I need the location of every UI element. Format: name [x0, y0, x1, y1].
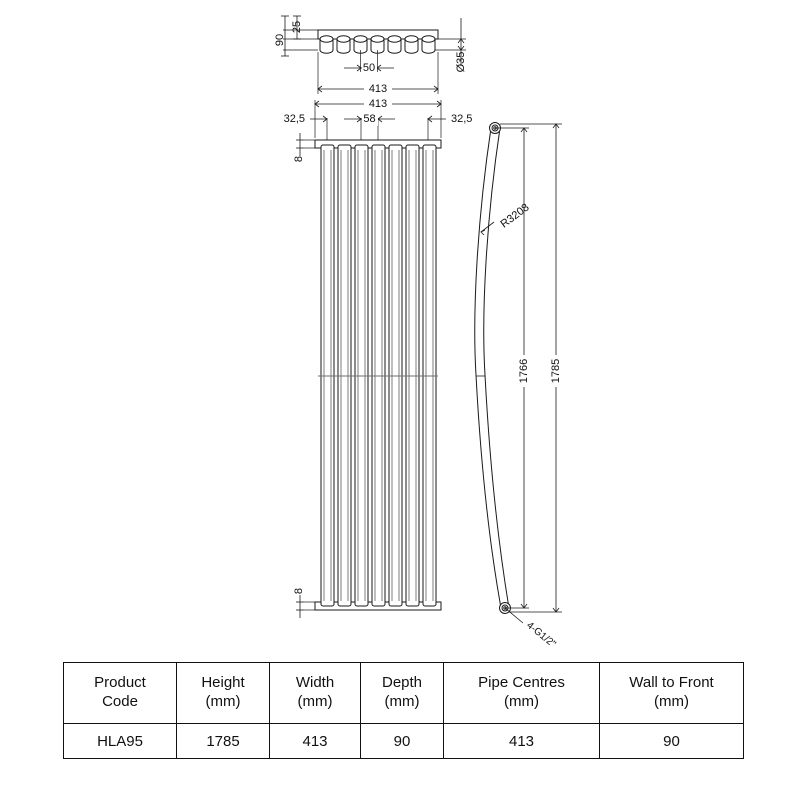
dimension-top-diameter-35: Ø35 [435, 18, 467, 72]
dimension-front-8-top: 8 [293, 133, 316, 162]
header-line-1: Product [94, 674, 146, 692]
top-view-group: 25 90 50 [274, 15, 467, 96]
dim-label-side-1785: 1785 [550, 359, 562, 383]
dimension-top-50: 50 [344, 50, 394, 75]
front-view-tube [354, 144, 369, 607]
dim-label-top-50: 50 [363, 62, 375, 74]
spec-table: Product Code Height (mm) Width (mm) Dept… [63, 662, 744, 759]
front-view-tube [337, 144, 352, 607]
dimension-top-413: 413 [317, 52, 439, 96]
top-view-tubes [319, 35, 436, 54]
dim-label-top-90: 90 [274, 34, 286, 46]
cell-width: 413 [269, 723, 361, 759]
header-line-1: Wall to Front [629, 674, 714, 692]
dimension-front-8-bottom: 8 [293, 588, 316, 618]
column-header-depth: Depth (mm) [360, 662, 444, 724]
dim-label-top-d35: Ø35 [455, 52, 467, 73]
dimension-front-325-left: 32,5 [284, 113, 328, 140]
column-header-height: Height (mm) [176, 662, 270, 724]
top-view-tube [336, 35, 351, 54]
front-view-tube [388, 144, 403, 607]
dimension-front-58: 58 [344, 112, 395, 140]
dim-label-front-325-left: 32,5 [284, 113, 305, 125]
header-unit: (mm) [205, 693, 241, 710]
dim-label-top-413: 413 [369, 83, 387, 95]
front-view-tube [422, 144, 437, 607]
dimension-side-1785: 1785 [500, 123, 563, 613]
top-view-tube [353, 35, 368, 54]
spec-table-container: Product Code Height (mm) Width (mm) Dept… [63, 662, 744, 759]
front-view-group: 413 32,5 58 [284, 97, 472, 618]
dim-label-side-1766: 1766 [518, 359, 530, 383]
cell-product-code: HLA95 [63, 723, 177, 759]
header-unit: (mm) [384, 693, 420, 710]
front-view-tube [371, 144, 386, 607]
dimension-front-413: 413 [314, 97, 442, 138]
front-view-tubes [320, 144, 437, 607]
side-view-body [474, 127, 510, 609]
dim-label-front-8-bottom: 8 [293, 588, 305, 594]
dim-label-front-8-top: 8 [293, 156, 305, 162]
top-view-tube [421, 35, 436, 54]
column-header-wall-to-front: Wall to Front (mm) [599, 662, 744, 724]
header-unit: (mm) [504, 693, 539, 710]
side-view-group: R3208 1766 1785 [474, 122, 563, 650]
spec-table-head: Product Code Height (mm) Width (mm) Dept… [63, 662, 744, 724]
top-view-tube [319, 35, 334, 54]
dimension-top-90: 90 [274, 15, 289, 57]
dimension-front-325-right: 32,5 [427, 113, 472, 140]
top-view-tube [370, 35, 385, 54]
dim-label-front-58: 58 [363, 113, 375, 125]
cell-pipe-centres: 413 [443, 723, 600, 759]
header-line-1: Width [295, 674, 335, 692]
column-header-width: Width (mm) [269, 662, 361, 724]
header-line-1: Pipe Centres [478, 674, 565, 692]
dimension-top-25: 25 [291, 15, 303, 40]
dim-label-front-413: 413 [369, 98, 387, 110]
front-view-tube [405, 144, 420, 607]
column-header-product-code: Product Code [63, 662, 177, 724]
dim-label-side-r3208: R3208 [498, 201, 531, 230]
top-view-tube [387, 35, 402, 54]
cell-height: 1785 [176, 723, 270, 759]
dim-label-front-325-right: 32,5 [451, 113, 472, 125]
dim-label-top-25: 25 [291, 21, 303, 33]
header-line-1: Height [201, 674, 245, 692]
spec-table-header-row: Product Code Height (mm) Width (mm) Dept… [63, 662, 744, 724]
table-row: HLA95 1785 413 90 413 90 [63, 723, 744, 759]
dim-label-side-thread: 4-G1/2" [524, 620, 558, 650]
spec-table-body: HLA95 1785 413 90 413 90 [63, 723, 744, 759]
dimension-side-thread: 4-G1/2" [504, 607, 558, 650]
cell-wall-to-front: 90 [599, 723, 744, 759]
dimension-side-1766: 1766 [495, 127, 531, 609]
header-line-2: Code [102, 693, 138, 710]
header-unit: (mm) [654, 693, 689, 710]
header-line-1: Depth [381, 674, 423, 692]
column-header-pipe-centres: Pipe Centres (mm) [443, 662, 600, 724]
cell-depth: 90 [360, 723, 444, 759]
top-view-tube [404, 35, 419, 54]
front-view-tube [320, 144, 335, 607]
header-unit: (mm) [297, 693, 333, 710]
